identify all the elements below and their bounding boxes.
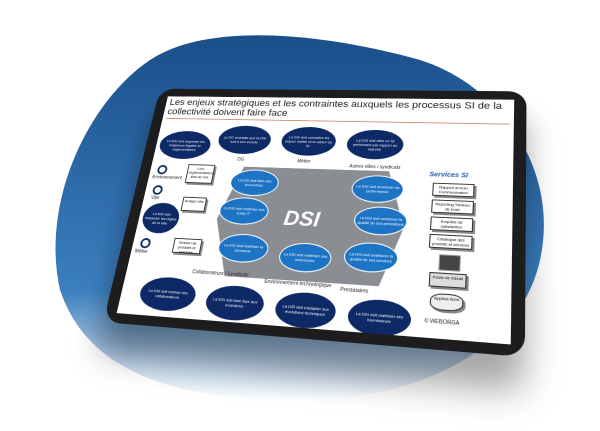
circle-icon	[156, 164, 169, 175]
outer-bubble: La DSI doit connaître les enjeux métier …	[279, 126, 338, 157]
services-si-title: Services SI	[429, 171, 469, 180]
label-dg: DG	[236, 157, 245, 163]
left-box: Lois, réglementations, état de l'art	[184, 164, 216, 184]
tablet-screen: Les enjeux stratégiques et les contraint…	[116, 96, 515, 345]
copyright: © WEBORGA	[424, 317, 460, 328]
dsi-label: DSI	[282, 206, 322, 232]
left-box: Gestion de produits et services	[171, 237, 203, 255]
workstation-box: Poste de travail	[428, 271, 467, 289]
tablet: Les enjeux stratégiques et les contraint…	[103, 88, 527, 358]
circle-icon	[151, 185, 164, 195]
label-ville: Ville	[150, 195, 160, 201]
left-box: Budget ville	[180, 196, 208, 212]
outer-bubble: La DSI doit respecter les règles de la v…	[139, 202, 183, 235]
right-box: Reporting Tableau de bord	[431, 199, 474, 215]
outer-bubble: La DG souhaite que la DSI soit à son éco…	[215, 125, 274, 155]
computer-icon	[438, 254, 461, 272]
right-box: Catalogue des produits et services	[428, 233, 473, 250]
circle-icon	[139, 237, 152, 249]
outer-bubble: La DSI doit maîtriser ses fournisseurs	[346, 297, 413, 339]
label-metier-left: Métier	[134, 248, 149, 255]
outer-bubble: La DSI doit faire face aux évolutions	[203, 283, 267, 323]
label-metier: Métier	[296, 158, 311, 165]
label-prestataires: Prestataires	[339, 286, 369, 295]
right-box: Enquête de satisfaction	[429, 216, 474, 233]
outer-bubble: La DSI doit offrir un SI performant par …	[345, 129, 405, 161]
label-environnement: Environnement	[151, 174, 183, 181]
outer-bubble: La DSI doit respecter les exigences léga…	[156, 130, 214, 160]
outer-bubble: La DSI doit motiver ses collaborateurs	[136, 275, 199, 313]
right-box: Rapport annuel Communication	[432, 182, 475, 198]
outer-bubble: La DSI doit s'adapter aux évolutions tec…	[272, 290, 338, 331]
label-autres-villes: Autres villes / syndicats	[348, 163, 401, 171]
applications-burst: Applica tions	[429, 292, 464, 313]
diagram-title: Les enjeux stratégiques et les contraint…	[165, 97, 511, 125]
